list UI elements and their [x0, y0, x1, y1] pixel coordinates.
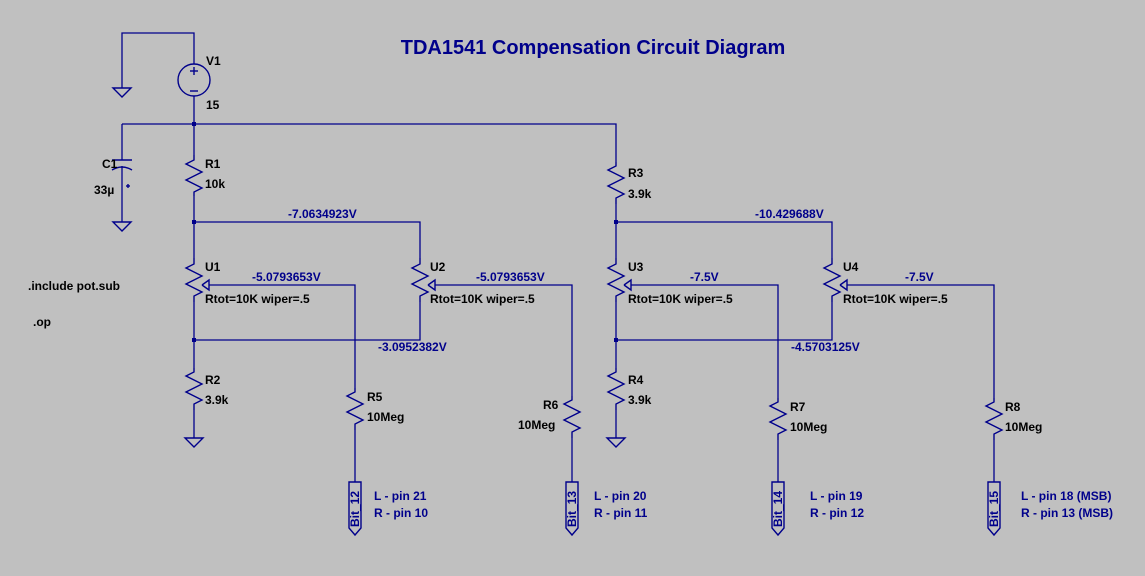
voltage-right-bottom: -4.5703125V	[791, 340, 860, 354]
bit15-pin-r: R - pin 13 (MSB)	[1021, 506, 1113, 520]
net-label-bit15: Bit_15	[987, 481, 1001, 537]
ground-icon	[111, 221, 133, 232]
potentiometer-u1[interactable]	[184, 258, 356, 388]
ground-icon	[605, 437, 627, 448]
r6-label: R6	[543, 398, 559, 412]
junction-node	[192, 338, 196, 342]
u4-params: Rtot=10K wiper=.5	[843, 292, 948, 306]
u3-label: U3	[628, 260, 644, 274]
op-directive: .op	[33, 315, 51, 329]
bit15-pin-l: L - pin 18 (MSB)	[1021, 489, 1111, 503]
svg-text:Bit_12: Bit_12	[348, 491, 362, 527]
r4-label: R4	[628, 373, 644, 387]
r1-label: R1	[205, 157, 221, 171]
u1-label: U1	[205, 260, 221, 274]
c1-label: C1	[102, 157, 118, 171]
r2-label: R2	[205, 373, 221, 387]
bit12-pin-r: R - pin 10	[374, 506, 428, 520]
voltage-u3-wiper: -7.5V	[690, 270, 719, 284]
net-label-bit13: Bit_13	[565, 481, 579, 537]
resistor-r3[interactable]	[606, 162, 626, 204]
r1-value: 10k	[205, 177, 225, 191]
resistor-r4[interactable]	[606, 368, 626, 410]
ground-icon	[111, 87, 133, 98]
voltage-u2-wiper: -5.0793653V	[476, 270, 545, 284]
r5-value: 10Meg	[367, 410, 404, 424]
include-directive: .include pot.sub	[28, 279, 120, 293]
voltage-u4-wiper: -7.5V	[905, 270, 934, 284]
voltage-left-top: -7.0634923V	[288, 207, 357, 221]
resistor-r7[interactable]	[768, 398, 788, 440]
bit12-pin-l: L - pin 21	[374, 489, 427, 503]
bit14-pin-r: R - pin 12	[810, 506, 864, 520]
voltage-left-bottom: -3.0952382V	[378, 340, 447, 354]
top-rail-wire	[122, 123, 617, 162]
potentiometer-u3[interactable]	[606, 258, 779, 398]
u3-params: Rtot=10K wiper=.5	[628, 292, 733, 306]
capacitor-c1[interactable]	[111, 159, 133, 222]
r3-value: 3.9k	[628, 187, 652, 201]
r6-value: 10Meg	[518, 418, 555, 432]
junction-node	[614, 338, 618, 342]
resistor-r6[interactable]	[562, 396, 582, 438]
resistor-r2[interactable]	[184, 368, 204, 410]
r8-label: R8	[1005, 400, 1021, 414]
v1-label: V1	[206, 54, 221, 68]
r8-value: 10Meg	[1005, 420, 1042, 434]
bit13-pin-r: R - pin 11	[594, 506, 648, 520]
voltage-right-top: -10.429688V	[755, 207, 824, 221]
r3-label: R3	[628, 166, 644, 180]
r7-label: R7	[790, 400, 806, 414]
v1-value: 15	[206, 98, 220, 112]
r4-value: 3.9k	[628, 393, 652, 407]
u1-params: Rtot=10K wiper=.5	[205, 292, 310, 306]
source-v1[interactable]	[121, 32, 211, 124]
bit13-pin-l: L - pin 20	[594, 489, 647, 503]
c1-value: 33µ	[94, 183, 114, 197]
potentiometer-u2[interactable]	[410, 258, 573, 396]
r2-value: 3.9k	[205, 393, 229, 407]
resistor-r5[interactable]	[345, 388, 365, 430]
resistor-r1[interactable]	[184, 155, 204, 196]
u2-label: U2	[430, 260, 446, 274]
u4-label: U4	[843, 260, 859, 274]
u2-params: Rtot=10K wiper=.5	[430, 292, 535, 306]
net-label-bit12: Bit_12	[348, 481, 362, 537]
voltage-u1-wiper: -5.0793653V	[252, 270, 321, 284]
bit14-pin-l: L - pin 19	[810, 489, 863, 503]
r5-label: R5	[367, 390, 383, 404]
net-label-bit14: Bit_14	[771, 481, 785, 537]
diagram-title: TDA1541 Compensation Circuit Diagram	[401, 37, 786, 59]
svg-text:Bit_14: Bit_14	[771, 491, 785, 527]
resistor-r8[interactable]	[984, 398, 1004, 440]
ground-icon	[183, 437, 205, 448]
svg-text:Bit_15: Bit_15	[987, 491, 1001, 527]
r7-value: 10Meg	[790, 420, 827, 434]
svg-text:Bit_13: Bit_13	[565, 491, 579, 527]
potentiometer-u4[interactable]	[822, 258, 995, 398]
